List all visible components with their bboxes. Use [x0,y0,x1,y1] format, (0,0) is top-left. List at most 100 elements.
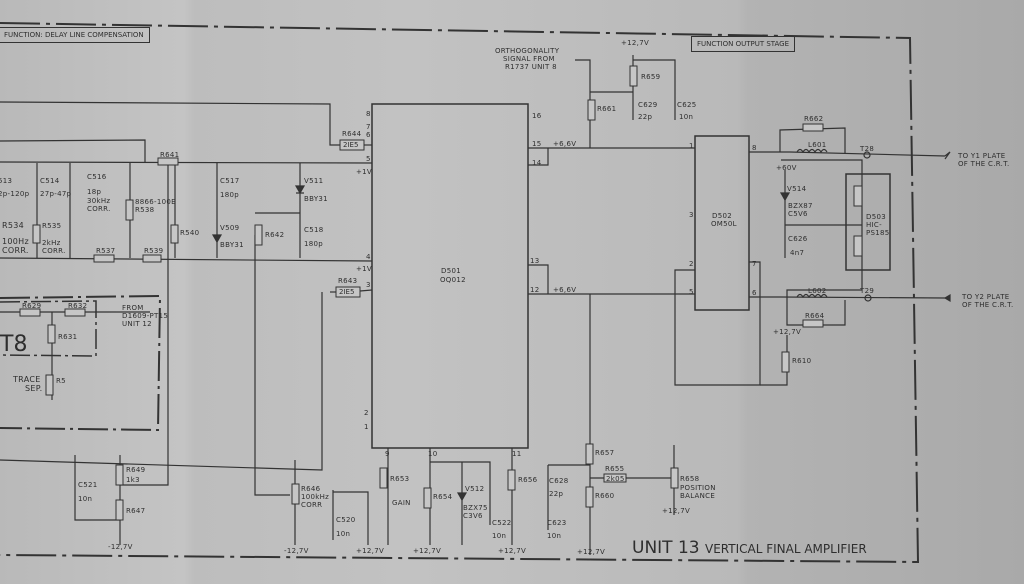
pin: 2 [689,260,694,268]
pin: 1 [689,142,694,150]
component-label: V512 [465,485,485,493]
voltage-label: +12,7V [356,547,385,555]
note: ORTHOGONALITY [495,47,560,55]
component-label: R658 [680,475,700,483]
voltage-label: +1V [356,265,373,273]
ic-d501 [371,103,529,449]
d502-name: D502 [712,212,732,220]
voltage-label: +60V [776,164,797,172]
component-value: 22p [549,490,564,498]
component-label: R632 [68,302,88,310]
component-label: R629 [22,302,42,310]
component-label: L602 [808,287,827,295]
voltage-label: +12,7V [577,548,606,556]
pin: 1 [364,423,369,431]
pin: 8 [752,144,757,152]
component-value: C3V6 [463,512,483,520]
note: SIGNAL FROM [503,55,555,63]
pin: 7 [366,123,371,131]
component-label: C623 [547,519,567,527]
component-label: C518 [304,226,324,234]
component-label: R537 [96,247,116,255]
unit-name: VERTICAL FINAL AMPLIFIER [705,542,867,556]
d501-name: D501 [441,267,461,275]
component-label: R661 [597,105,617,113]
component-value: BZX87 [788,202,813,210]
pin: 9 [385,450,390,458]
component-label: R642 [265,231,285,239]
note: TO Y2 PLATE [962,293,1010,301]
d503-type-2: PS185 [866,229,890,237]
component-label: R654 [433,493,453,501]
voltage-label: +6,6V [553,286,577,294]
component-label: R656 [518,476,538,484]
pin: 3 [689,211,694,219]
component-value: BBY31 [220,241,244,249]
component-label: C625 [677,101,697,109]
note: TO Y1 PLATE [958,152,1006,160]
component-value: 2p-120p [0,190,30,198]
component-value: 2IE5 [343,140,359,149]
component-value: 10n [78,495,93,503]
component-label: C514 [40,177,60,185]
pin: 11 [512,450,522,458]
component-label: R540 [180,229,200,237]
d503-name: D503 [866,213,886,221]
d501-type: OQ012 [440,276,466,284]
note: FROM [122,304,144,312]
pin: 6 [366,131,371,139]
component-value: 8866-100E [135,198,176,206]
component-note: CORR. [87,205,111,213]
pin: 13 [530,257,540,265]
pin: 7 [752,260,757,268]
component-label: R664 [805,312,825,320]
component-label: R538 [135,206,155,214]
unit8-fragment: T8 [0,332,28,357]
component-label: 513 [0,177,13,185]
pin: 5 [689,288,694,296]
pin: 15 [532,140,542,148]
pin: 10 [428,450,438,458]
delay-line-function-box: FUNCTION: DELAY LINE COMPENSATION [0,27,150,43]
component-label: L601 [808,141,827,149]
component-label: R657 [595,449,615,457]
pin: 2 [364,409,369,417]
component-value: 2IE5 [339,287,355,296]
d502-type: OM50L [711,220,737,228]
note: POSITION [680,484,716,492]
note: UNIT 12 [122,320,152,328]
component-label: R534 [2,221,25,230]
component-note: CORR. [2,246,29,255]
note: TRACE [13,375,41,384]
component-label: R646 [301,485,321,493]
component-value: BBY31 [304,195,328,203]
unit-title: UNIT 13 VERTICAL FINAL AMPLIFIER [632,538,867,558]
component-value: 10n [336,530,351,538]
pin: 14 [532,159,542,167]
component-value: 180p [304,240,324,248]
component-label: R649 [126,466,146,474]
pin: 5 [366,155,371,163]
component-label: R631 [58,333,78,341]
component-label: R641 [160,151,180,159]
ic-d502 [694,135,750,311]
terminal-label: T28 [860,145,875,153]
pin: 16 [532,112,542,120]
component-label: R644 [342,130,362,138]
note: OF THE C.R.T. [962,301,1014,309]
component-label: C626 [788,235,808,243]
note: SEP. [25,384,43,393]
component-label: C516 [87,173,107,181]
pin: 6 [752,289,757,297]
component-label: R643 [338,277,358,285]
component-value: 18p [87,188,102,196]
component-label: R660 [595,492,615,500]
note: BALANCE [680,492,716,500]
component-label: C628 [549,477,569,485]
component-value: 10n [492,532,507,540]
component-label: R535 [42,222,62,230]
pin: 4 [366,253,371,261]
pin: 3 [366,281,371,289]
component-value: 1k3 [126,476,140,484]
